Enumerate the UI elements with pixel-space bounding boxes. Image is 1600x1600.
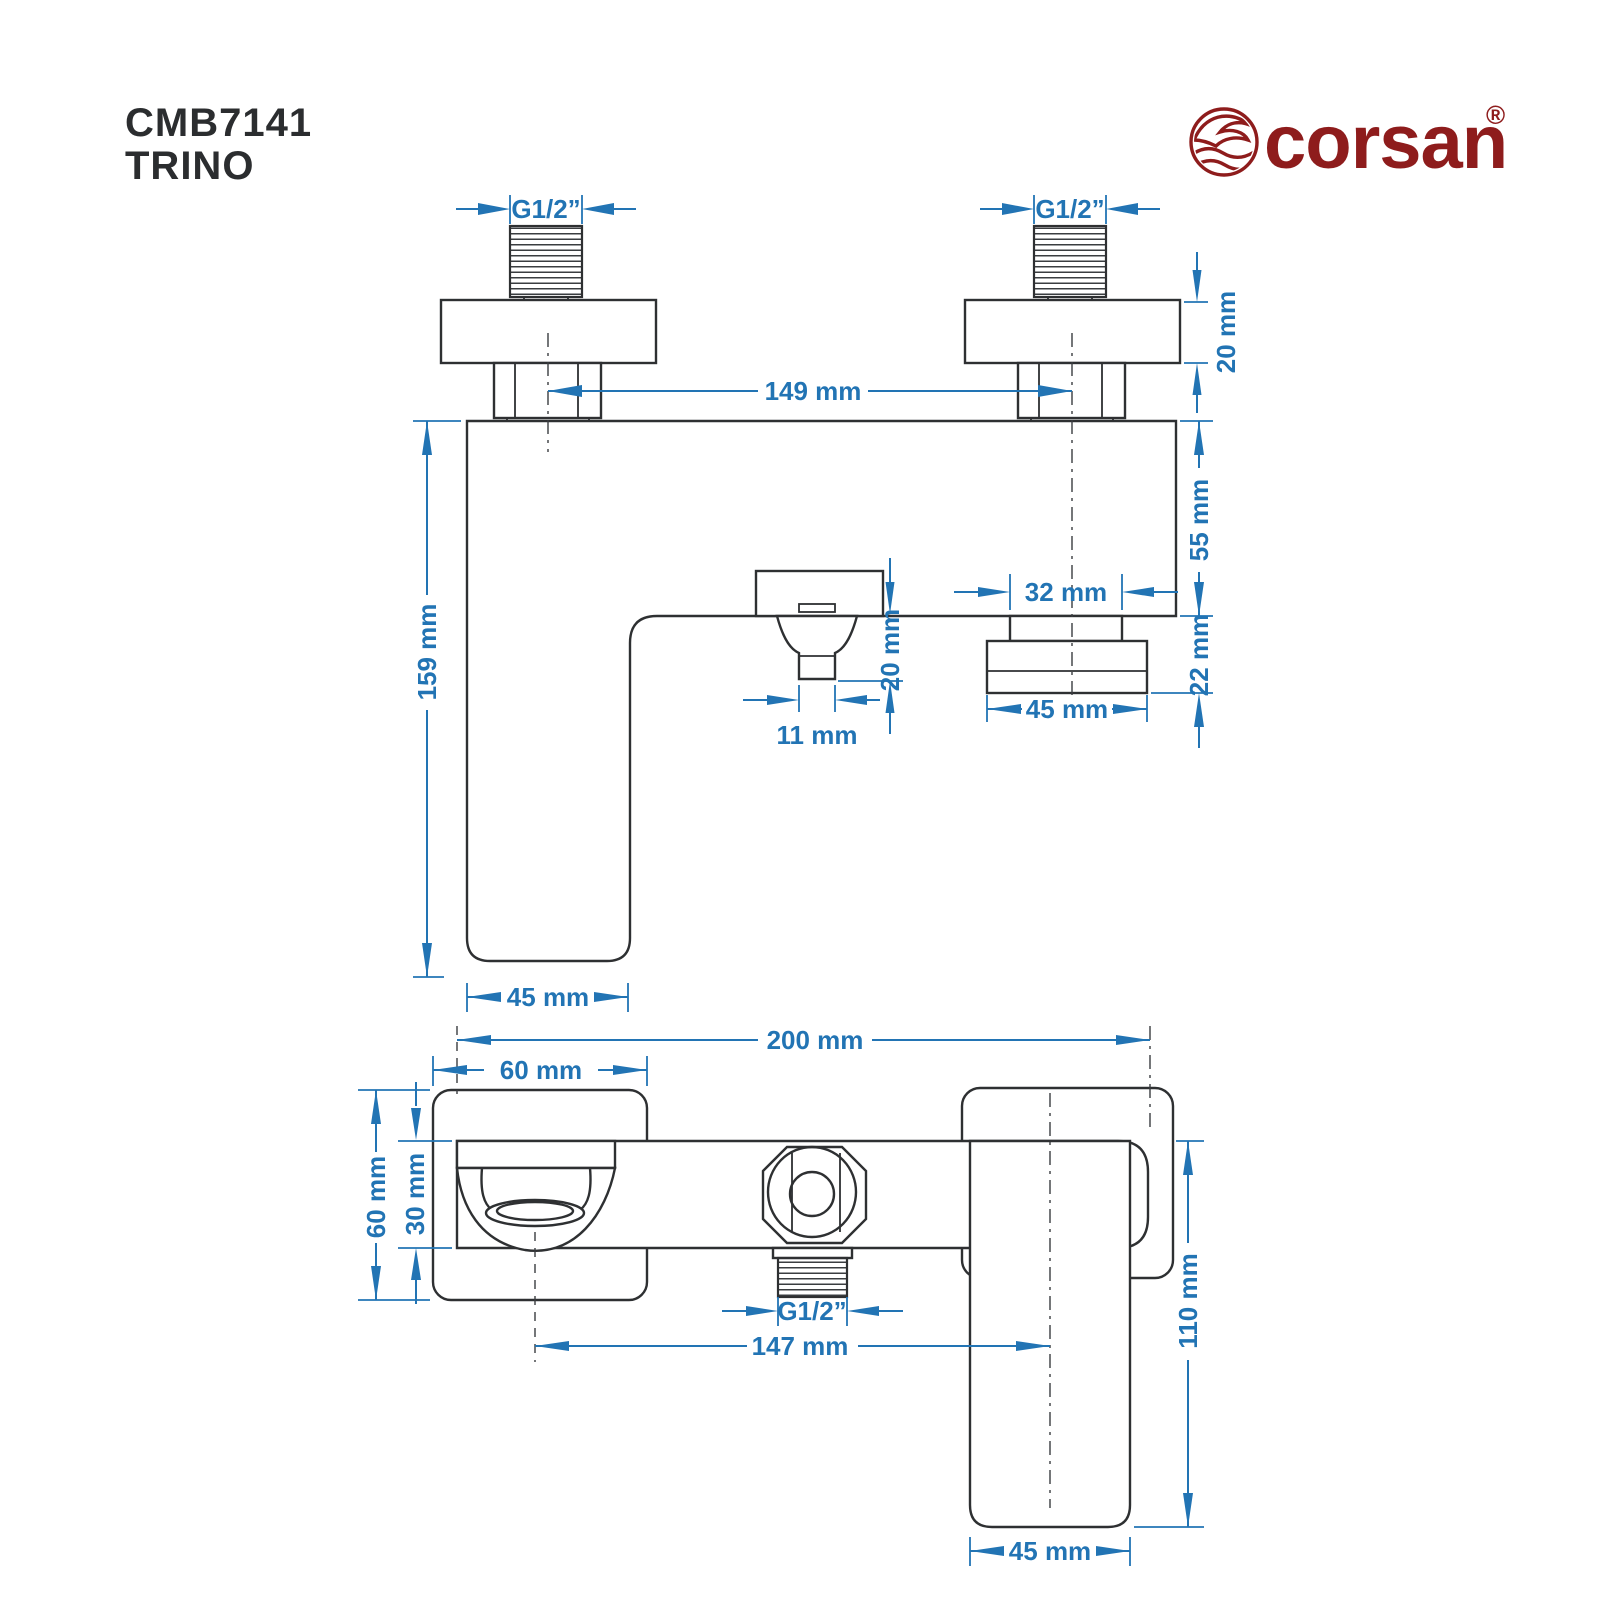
front-spout-mouth-outer <box>484 1198 586 1228</box>
product-name: TRINO <box>125 144 254 188</box>
side-body-outline <box>465 419 1178 963</box>
dim-overall-width-label: 200 mm <box>767 1025 864 1055</box>
front-view-dimensions: 200 mm 60 mm 60 mm 30 mm G1/2” <box>358 1025 1204 1566</box>
dim-lever-width-side-label: 45 mm <box>507 982 589 1012</box>
logo-wave-icon <box>1189 107 1259 177</box>
dim-body-height-label: 55 mm <box>1184 479 1214 561</box>
right-thread <box>1032 224 1108 299</box>
front-view-drawing <box>431 1086 1175 1529</box>
front-spout-housing <box>455 1139 617 1170</box>
dim-port-spacing-label: 149 mm <box>765 376 862 406</box>
left-thread <box>508 224 584 299</box>
dim-lever-width-front-label: 45 mm <box>1009 1536 1091 1566</box>
corsan-logo: corsan ® <box>1189 100 1508 185</box>
side-knob-body <box>985 639 1149 695</box>
dim-spout-drop-label: 20 mm <box>875 609 905 691</box>
dim-knob-neck-width-label: 32 mm <box>1025 577 1107 607</box>
dim-band-height-label: 30 mm <box>400 1153 430 1235</box>
brand-name: corsan <box>1264 100 1507 185</box>
front-diverter-hub <box>788 1170 836 1218</box>
right-rosette <box>963 298 1182 365</box>
dim-lever-height-label: 110 mm <box>1173 1253 1203 1348</box>
front-outlet-neck <box>771 1246 854 1260</box>
registered-mark: ® <box>1486 100 1505 130</box>
dim-shower-thread-label: G1/2” <box>777 1296 846 1326</box>
dim-plate-height-label: 60 mm <box>361 1156 391 1238</box>
side-right-connector <box>963 224 1182 422</box>
front-spout-mouth-inner <box>495 1200 575 1222</box>
dim-rosette-depth-label: 20 mm <box>1211 291 1241 373</box>
side-spout-funnel <box>775 614 859 681</box>
side-view-dimensions: G1/2” G1/2” 149 mm 20 mm 55 mm <box>412 194 1241 1012</box>
dim-g-thread-right-label: G1/2” <box>1035 194 1104 224</box>
left-rosette <box>439 298 658 365</box>
dim-plate-width-label: 60 mm <box>500 1055 582 1085</box>
front-outlet-thread <box>776 1256 849 1299</box>
side-spout-tip <box>798 603 836 613</box>
front-diverter-ring <box>766 1145 858 1239</box>
dim-knob-height-label: 22 mm <box>1184 614 1214 696</box>
dim-center-distance-label: 147 mm <box>752 1331 849 1361</box>
dim-overall-height-label: 159 mm <box>412 604 442 701</box>
dim-spout-outlet-width-label: 11 mm <box>777 720 858 750</box>
side-view-drawing <box>439 224 1182 963</box>
side-left-connector <box>439 224 658 422</box>
product-code: CMB7141 <box>125 101 312 145</box>
dim-g-thread-left-label: G1/2” <box>511 194 580 224</box>
side-knob-neck <box>1008 614 1124 643</box>
dim-knob-width-label: 45 mm <box>1026 694 1108 724</box>
side-spout-housing <box>754 569 885 618</box>
